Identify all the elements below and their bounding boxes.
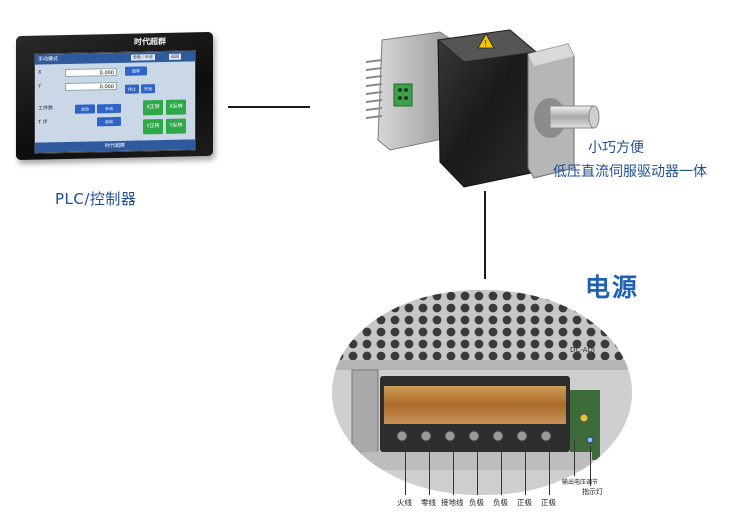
svg-text:!: ! [484, 39, 487, 48]
terminal-label-live: 火线 [397, 498, 412, 507]
motor-label-line2: 低压直流伺服驱动器一体 [553, 164, 707, 180]
terminal-pointer-2 [429, 440, 430, 495]
servo-motor-image: ! [365, 29, 600, 188]
hmi-btn-auto[interactable]: 自动 [97, 116, 121, 127]
terminal-label-neutral: 零线 [421, 498, 436, 507]
power-supply-image: DC-ADJ [332, 290, 632, 495]
indicator-pointer-adjust [574, 440, 575, 476]
hmi-screen: 手动模式 参数 / 步进 返回 X 0.000 Y 0.000 工件数 T 步 … [34, 50, 196, 154]
terminal-label-ground: 接地线 [441, 498, 464, 507]
indicator-light-label: 指示灯 [582, 488, 603, 496]
motor-body: ! [436, 29, 538, 188]
hmi-btn-manual[interactable]: 手动 [97, 103, 121, 114]
terminal-pointer-7 [549, 440, 550, 495]
hmi-btn-x-forward[interactable]: X正转 [143, 99, 163, 116]
voltage-adjust-knob [579, 413, 589, 423]
terminal-screws [396, 430, 552, 442]
hmi-btn-y-forward[interactable]: Y正转 [143, 118, 163, 135]
terminal-pointer-1 [405, 440, 406, 495]
hmi-screen-tag-back: 返回 [169, 53, 181, 60]
terminal-pointer-3 [453, 440, 454, 495]
voltage-adjust-label: 输出电压调节 [562, 479, 599, 486]
indicator-pointer-led [590, 446, 591, 486]
hmi-row-y-value: 0.000 [65, 81, 117, 92]
plc-hmi-panel: 时代超群 手动模式 参数 / 步进 返回 X 0.000 Y 0.000 工件数… [16, 31, 213, 161]
hmi-row-x-value: 0.000 [65, 67, 117, 78]
hmi-screen-footer: 时代超群 [35, 139, 195, 153]
plc-label: PLC/控制器 [55, 190, 137, 208]
indicator-led [586, 436, 594, 444]
motor-shaft [534, 98, 600, 138]
hmi-btn-y-reverse[interactable]: Y反转 [166, 118, 186, 134]
power-label: 电源 [585, 273, 640, 302]
terminal-label-neg-2: 负极 [493, 498, 508, 507]
terminal-pointer-6 [525, 440, 526, 495]
terminal-label-pos-2: 正极 [541, 498, 556, 507]
hmi-btn-x-reverse[interactable]: X反转 [166, 99, 186, 115]
hmi-btn-run[interactable]: 启动 [75, 104, 95, 114]
power-plate-text: DC-ADJ [570, 346, 595, 354]
connector-motor-to-power [484, 191, 486, 279]
terminal-label-neg-1: 负极 [469, 498, 484, 507]
hmi-btn-start[interactable]: 开始 [141, 84, 155, 94]
hmi-screen-tag-params: 参数 / 步进 [131, 54, 155, 61]
terminal-label-pos-1: 正极 [517, 498, 532, 507]
terminal-pointer-5 [501, 440, 502, 495]
terminal-pointer-4 [477, 440, 478, 495]
hmi-brand-text: 时代超群 [134, 36, 166, 47]
hmi-btn-home[interactable]: 回零 [125, 66, 147, 76]
hmi-btn-stop[interactable]: 停止 [125, 84, 139, 94]
motor-label-line1: 小巧方便 [588, 140, 644, 156]
power-supply-drawing: DC-ADJ [332, 290, 632, 495]
connector-plc-to-motor [228, 106, 310, 108]
